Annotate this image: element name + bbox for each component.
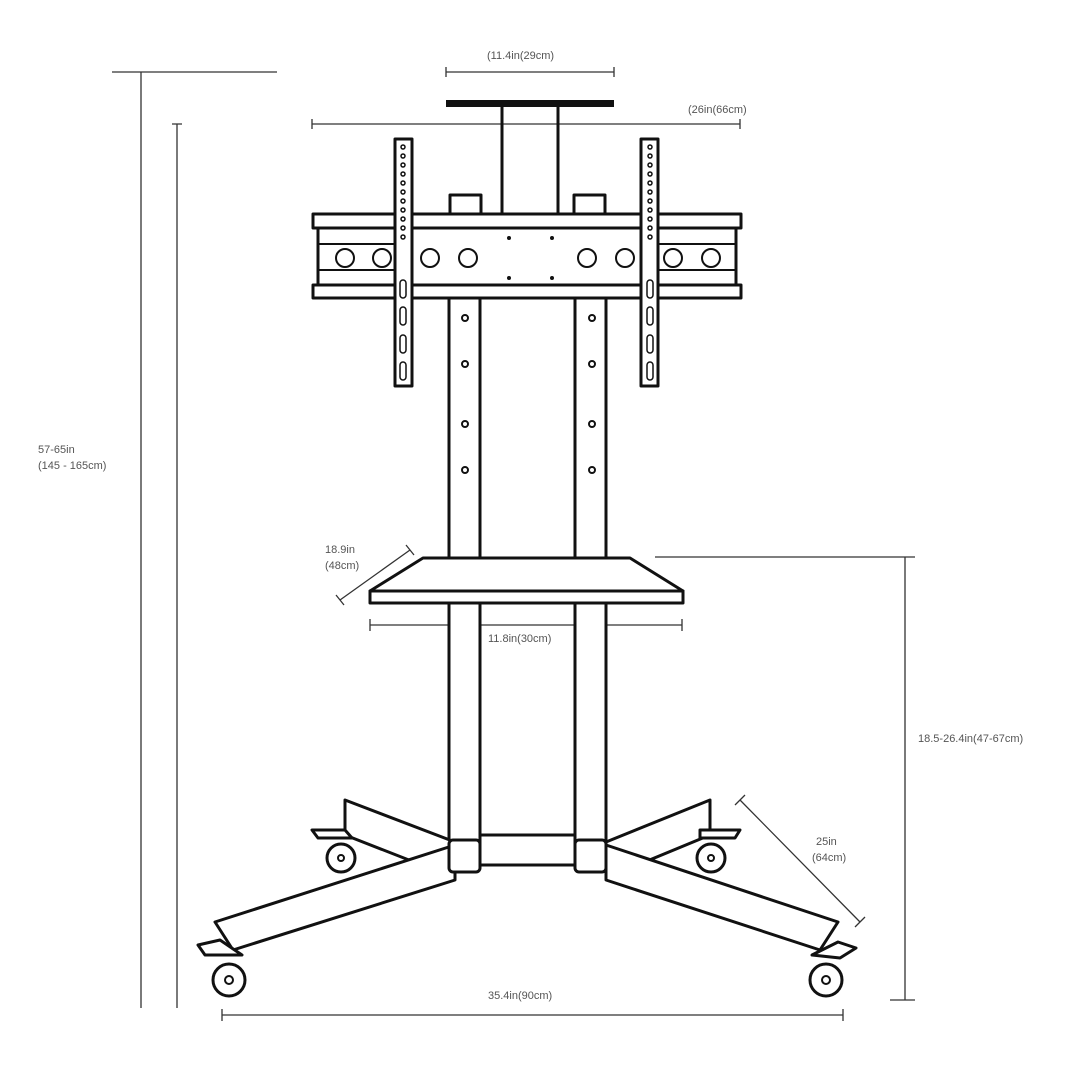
vesa-bracket-left xyxy=(393,137,414,388)
shelf-height-label: 18.5-26.4in(47-67cm) xyxy=(918,733,1024,745)
caster-wheels xyxy=(196,828,858,998)
vesa-bracket-right xyxy=(639,137,660,388)
center-pole xyxy=(500,107,560,215)
shelf-width-label: 11.8in(30cm) xyxy=(488,633,552,645)
camera-shelf xyxy=(446,100,614,107)
post-collar-right xyxy=(572,193,607,217)
dimension-lines xyxy=(112,67,915,1021)
camera-shelf-width-label: (11.4in(29cm) xyxy=(487,50,555,62)
shelf-depth-in-label: 18.9in xyxy=(325,544,355,556)
post-collar-left xyxy=(448,193,483,217)
total-height-in-label: 57-65in xyxy=(38,444,75,456)
shelf-depth-cm-label: (48cm) xyxy=(325,560,360,572)
leg-length-in-label: 25in xyxy=(816,836,837,848)
leg-length-cm-label: (64cm) xyxy=(812,852,847,864)
base-width-label: 35.4in(90cm) xyxy=(488,990,553,1002)
total-height-cm-label: (145 - 165cm) xyxy=(38,460,107,472)
media-shelf xyxy=(368,556,685,605)
tv-mount-crossbar xyxy=(311,212,743,300)
mount-width-label: (26in(66cm) xyxy=(688,104,747,116)
base xyxy=(213,798,840,952)
post-holes xyxy=(461,314,596,474)
